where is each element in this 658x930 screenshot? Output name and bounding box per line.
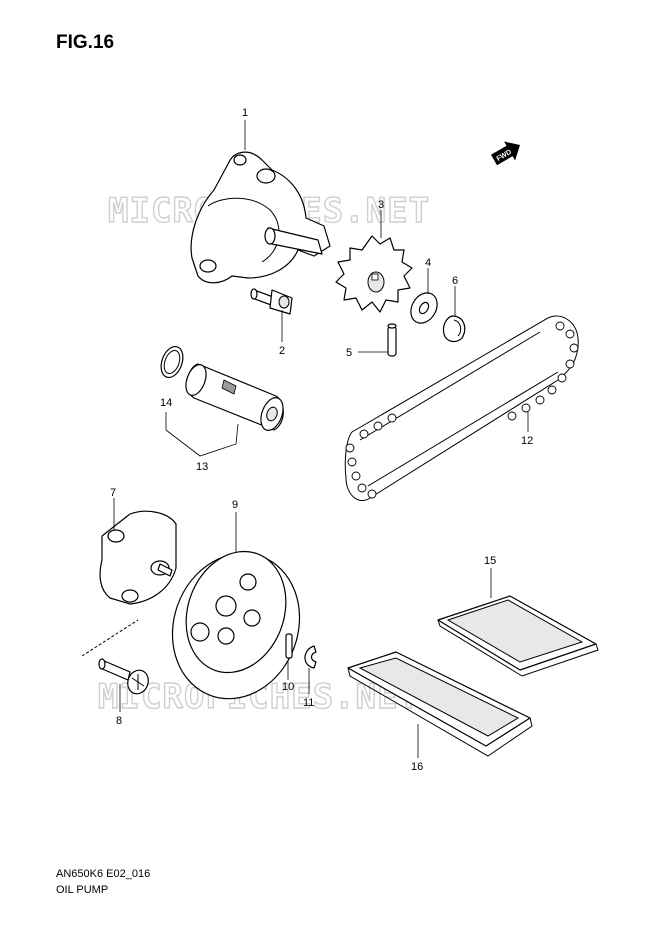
callout-2: 2 [279,345,285,357]
figure-name: OIL PUMP [56,884,109,896]
pin-part-10 [285,633,293,659]
figure-title: FIG.16 [56,32,115,53]
gear-part-9 [171,550,301,700]
callout-16: 16 [411,761,423,773]
callout-4: 4 [425,257,431,269]
rotor-part-13 [185,363,284,431]
callout-15: 15 [484,555,496,567]
callout-6: 6 [452,275,458,287]
strainer-part-16 [347,651,533,757]
strainer-part-15 [437,595,599,677]
callout-1: 1 [242,107,248,119]
o-ring-part-14 [160,345,184,379]
callout-14: 14 [160,397,172,409]
callout-5: 5 [346,347,352,359]
clip-part-11 [304,645,317,669]
sprocket-part-3 [335,235,413,313]
callout-13: 13 [196,461,208,473]
pin-part-5 [387,323,397,357]
callout-7: 7 [110,487,116,499]
callout-3: 3 [378,199,384,211]
callout-10: 10 [282,681,294,693]
callout-9: 9 [232,499,238,511]
figure-code: AN650K6 E02_016 [56,868,151,880]
callout-11: 11 [303,697,314,709]
fwd-arrow-icon: FWD [491,141,520,166]
screw-part-8 [98,658,149,695]
callout-8: 8 [116,715,122,727]
pump-housing [190,151,331,284]
washer-part-4 [410,292,438,324]
bolt-part-2 [250,288,293,315]
pump-cover-part-7 [99,510,177,605]
leader-lines [113,120,529,758]
callout-12: 12 [521,435,533,447]
circlip-part-6 [442,315,466,343]
chain-part-12 [344,315,579,501]
